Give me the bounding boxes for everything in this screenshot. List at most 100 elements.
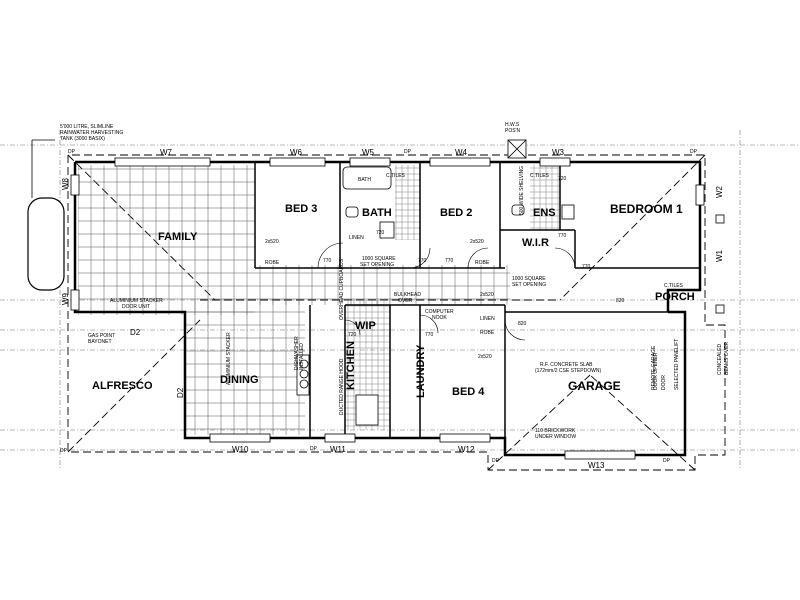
tank-label-3: TANK (3000 BASIX)	[60, 136, 105, 142]
dim-label: 2x520	[480, 292, 494, 298]
ctiles-label: C.TILES	[386, 173, 406, 179]
robe-label: ROBE	[480, 330, 495, 336]
dim-label: 720	[376, 230, 385, 236]
dim-label: 820	[518, 321, 527, 327]
window-w9: W9	[61, 292, 70, 305]
slab-label: R.F. CONCRETE SLAB	[540, 362, 593, 368]
dp-label: DP	[690, 149, 698, 155]
dim-label: 2x520	[265, 239, 279, 245]
window-w6: W6	[290, 148, 303, 157]
beams-label: BEAMS OVER	[724, 342, 730, 375]
remote-opener-label: REMOTE GARAGE	[651, 345, 657, 390]
tank-label-2: RAINWATER HARVESTING	[60, 130, 123, 136]
dim-label: 770	[582, 264, 591, 270]
computer-nook-label: COMPUTER	[425, 309, 454, 315]
room-laundry: LAUNDRY	[415, 344, 427, 398]
panelift-label: DOOR	[661, 375, 667, 390]
door-swings	[317, 242, 576, 341]
room-porch: PORCH	[655, 291, 695, 303]
dp-label: DP	[60, 448, 68, 454]
stacker-label: ALUMINIUM STACKER	[110, 298, 163, 304]
window-w8: W8	[61, 177, 70, 190]
dp-label: DP	[404, 149, 412, 155]
door-d2-dining: D2	[176, 387, 185, 398]
brickwork-label: 110 BRICKWORK	[535, 428, 576, 434]
brickwork-label: UNDER WINDOW	[535, 434, 576, 440]
opening-label: SET OPENING	[360, 262, 394, 268]
dim-label: 770	[558, 233, 567, 239]
window-frames	[70, 157, 705, 460]
ctiles-label: C.TILES	[664, 283, 684, 289]
window-w11: W11	[330, 445, 346, 454]
computer-nook-label: NOOK	[432, 315, 447, 321]
beams-label: CONCEALED	[717, 343, 723, 375]
window-w13: W13	[588, 461, 605, 470]
door-d2-alfresco: D2	[130, 328, 141, 337]
hws-box	[507, 139, 527, 159]
window-w2: W2	[715, 185, 724, 198]
opening-label: 1000 SQUARE	[362, 256, 396, 262]
linen-label: LINEN	[480, 316, 495, 322]
room-wir: W.I.R	[522, 237, 549, 249]
hws-label-2: POS'N	[505, 128, 521, 134]
room-bath: BATH	[362, 207, 392, 219]
dim-label: 770	[323, 258, 332, 264]
hws-label-1: H.W.S	[505, 122, 520, 128]
panelift-label: SELECTED PANELIFT	[674, 339, 680, 390]
dim-label: 770	[445, 258, 454, 264]
dim-label: 2x520	[478, 354, 492, 360]
fixtures	[296, 166, 575, 426]
stacker-label: ALUMINIUM STACKER	[226, 332, 232, 385]
rangehood-label: DUCTED RANGE HOOD	[339, 358, 345, 415]
dim-label: 820	[616, 298, 625, 304]
remote-opener-label: DOOR OPENER	[653, 352, 659, 390]
opening-label: SET OPENING	[512, 282, 546, 288]
gas-point-label: GAS POINT	[88, 333, 115, 339]
dishwasher-label: INSTALLED	[299, 343, 305, 370]
dim-label: 720	[348, 332, 357, 338]
room-bedroom1: BEDROOM 1	[610, 202, 683, 216]
window-w10: W10	[232, 445, 249, 454]
robe-label: ROBE	[265, 260, 280, 266]
window-w1: W1	[715, 249, 724, 262]
room-family: FAMILY	[158, 231, 198, 243]
robe-label: ROBE	[475, 260, 490, 266]
bulkhead-label: OVER	[398, 298, 413, 304]
gas-point-label: BAYONET	[88, 339, 112, 345]
room-garage: GARAGE	[568, 379, 621, 393]
room-bed2: BED 2	[440, 207, 472, 219]
dishwasher-label: DISHWASHER	[294, 336, 300, 370]
shelving-label: 500 WIDE SHELVING	[519, 166, 525, 215]
window-w12: W12	[458, 445, 475, 454]
window-w3: W3	[552, 148, 565, 157]
dim-label: 2x520	[470, 239, 484, 245]
bulkhead-label: BULKHEAD	[394, 292, 421, 298]
window-w4: W4	[455, 148, 468, 157]
window-w5: W5	[362, 148, 375, 157]
internal-walls	[254, 162, 700, 438]
stacker-label: DOOR UNIT	[122, 304, 150, 310]
dp-label: DP	[310, 446, 318, 452]
dim-label: 770	[418, 258, 427, 264]
room-kitchen: KITCHEN	[345, 341, 357, 390]
porch-columns	[715, 214, 725, 314]
overhead-label: OVERHEAD CUPBOARDS	[339, 258, 345, 320]
dim-label: 720	[558, 176, 567, 182]
dim-label: 770	[425, 332, 434, 338]
linen-label: LINEN	[349, 235, 364, 241]
opening-label: 1000 SQUARE	[512, 276, 546, 282]
room-bed4: BED 4	[452, 386, 485, 398]
room-bed3: BED 3	[285, 203, 317, 215]
bath-tub-label: BATH	[358, 177, 371, 183]
room-dining: DINING	[220, 374, 259, 386]
ctiles-label: C.TILES	[530, 173, 550, 179]
rainwater-tank	[27, 139, 65, 291]
tiled-areas	[78, 165, 560, 435]
room-alfresco: ALFRESCO	[92, 380, 153, 392]
window-w7: W7	[160, 148, 173, 157]
dp-label: DP	[492, 458, 500, 464]
room-ens: ENS	[533, 207, 556, 219]
dp-label: DP	[68, 149, 76, 155]
dp-label: DP	[663, 458, 671, 464]
